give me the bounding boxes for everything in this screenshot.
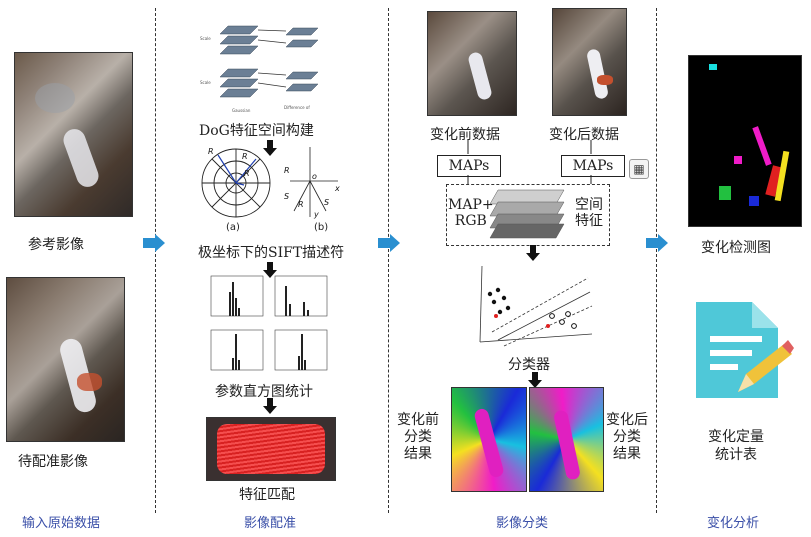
svg-text:x: x (334, 184, 340, 193)
svg-text:Scale: Scale (200, 36, 211, 41)
before-result-line2: 分类 (404, 429, 432, 445)
stage-registration: 影像配准 (244, 516, 297, 531)
svg-text:S: S (284, 192, 289, 201)
svg-text:R: R (208, 147, 214, 156)
sift-sub-b: (b) (314, 222, 329, 233)
map-rgb-line2: RGB (454, 213, 487, 229)
svg-text:R: R (284, 166, 290, 175)
after-result-line3: 结果 (613, 446, 641, 462)
dog-label: DoG特征空间构建 (199, 123, 314, 139)
before-data-label: 变化前数据 (430, 127, 500, 143)
svg-text:y: y (313, 210, 319, 219)
feature-stack-image (489, 189, 565, 239)
quant-line2: 统计表 (715, 447, 757, 463)
flow-arrow-icon (378, 234, 400, 252)
stage-analysis: 变化分析 (707, 516, 760, 531)
svg-text:S: S (324, 198, 329, 207)
svg-text:R: R (244, 169, 250, 178)
divider-2 (388, 8, 389, 513)
screenshot-icon[interactable]: ▦ (629, 159, 649, 179)
after-data-label: 变化后数据 (549, 127, 619, 143)
before-result-line1: 变化前 (397, 412, 439, 428)
after-result-line2: 分类 (613, 429, 641, 445)
reference-image (14, 52, 133, 217)
after-data-image (552, 8, 627, 116)
after-classification-result (529, 387, 604, 492)
map-rgb-label: MAP+ RGB (448, 197, 494, 229)
classifier-label: 分类器 (508, 357, 550, 373)
divider-1 (155, 8, 156, 513)
down-arrow-icon (263, 398, 277, 414)
after-result-line1: 变化后 (606, 412, 648, 428)
spatial-feature-label: 空间 特征 (575, 197, 603, 229)
maps-connectors (467, 140, 592, 184)
maps-box-left: MAPs (437, 155, 501, 177)
divider-3 (656, 8, 657, 513)
down-arrow-icon (263, 262, 277, 278)
map-rgb-line1: MAP+ (448, 197, 494, 213)
feature-dashed-box (446, 184, 610, 246)
down-arrow-icon (263, 140, 277, 156)
before-data-image (427, 11, 517, 116)
flow-arrow-icon (646, 234, 668, 252)
change-detection-label: 变化检测图 (701, 240, 771, 256)
before-result-label: 变化前 分类 结果 (397, 412, 439, 463)
before-classification-result (451, 387, 527, 492)
stage-classification: 影像分类 (496, 516, 549, 531)
target-image-label: 待配准影像 (18, 454, 88, 470)
stage-input: 输入原始数据 (22, 516, 101, 531)
after-result-label: 变化后 分类 结果 (606, 412, 648, 463)
target-image (6, 277, 125, 442)
sift-sub-a: (a) (226, 222, 240, 233)
flow-arrow-icon (143, 234, 165, 252)
svg-text:R: R (298, 200, 304, 209)
document-icon (696, 302, 794, 398)
quant-line1: 变化定量 (708, 429, 764, 445)
svg-text:Gaussian: Gaussian (232, 108, 251, 113)
maps-box-right: MAPs (561, 155, 625, 177)
down-arrow-icon (526, 245, 540, 261)
quantitative-table-label: 变化定量 统计表 (708, 428, 764, 464)
svg-text:Difference of: Difference of (284, 105, 310, 110)
pencil-icon (738, 340, 794, 392)
svg-text:o: o (312, 172, 317, 181)
change-detection-map (688, 55, 802, 227)
down-arrow-icon (528, 372, 542, 388)
before-result-line3: 结果 (404, 446, 432, 462)
feature-matching-image (206, 417, 336, 481)
svg-text:R: R (242, 152, 248, 161)
spatial-line1: 空间 (575, 197, 603, 213)
histogram-label: 参数直方图统计 (215, 384, 313, 400)
classifier-scatter (479, 265, 593, 347)
spatial-line2: 特征 (575, 213, 603, 229)
sift-label: 极坐标下的SIFT描述符 (198, 245, 345, 261)
svg-text:Scale: Scale (200, 80, 211, 85)
reference-image-label: 参考影像 (28, 237, 84, 253)
feature-matching-label: 特征匹配 (239, 487, 295, 503)
parameter-histograms (210, 275, 328, 371)
